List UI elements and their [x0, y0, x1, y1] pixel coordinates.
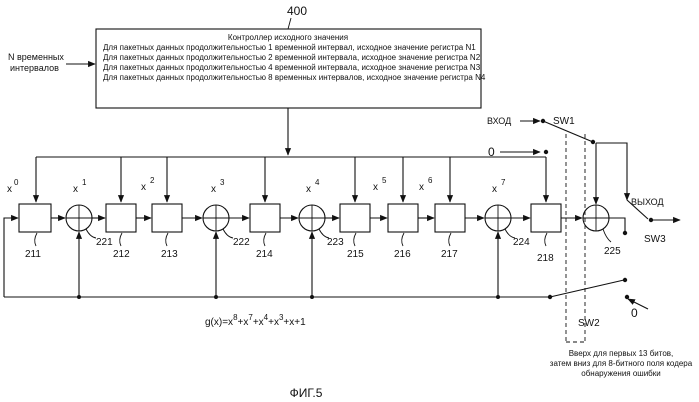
ref-224: 224 — [513, 237, 530, 248]
input-label-line-2: интервалов — [10, 63, 59, 73]
ref-221: 221 — [96, 237, 113, 248]
svg-text:x: x — [73, 184, 78, 195]
svg-text:g(x)=x8+x7+x4+x3+x+1: g(x)=x8+x7+x4+x3+x+1 — [205, 313, 306, 328]
power-label-2: x 2 — [141, 176, 155, 193]
register-5 — [388, 204, 418, 232]
svg-text:x: x — [306, 184, 311, 195]
sw2-label: SW2 — [578, 318, 600, 329]
sw1-label: SW1 — [553, 116, 575, 127]
svg-text:4: 4 — [315, 178, 320, 187]
figure-caption: ФИГ.5 — [290, 386, 323, 400]
sw1-to-sw3 — [596, 143, 627, 200]
sw2-blade — [550, 280, 624, 297]
sw3-label: SW3 — [644, 234, 666, 245]
ref-222: 222 — [233, 237, 250, 248]
register-0 — [19, 204, 51, 232]
svg-text:x: x — [141, 182, 146, 193]
note-line-1: Вверх для первых 13 битов, — [569, 349, 674, 358]
ref-214: 214 — [256, 249, 273, 260]
svg-text:6: 6 — [428, 176, 433, 185]
controller-line-1: Для пакетных данных продолжительностью 1… — [103, 43, 476, 52]
register-4 — [340, 204, 370, 232]
svg-text:0: 0 — [14, 178, 19, 187]
ref-216: 216 — [394, 249, 411, 260]
register-3 — [250, 204, 280, 232]
register-6 — [435, 204, 465, 232]
input-label-line-1: N временных — [8, 52, 64, 62]
svg-text:7: 7 — [501, 178, 506, 187]
ref-225: 225 — [604, 246, 621, 257]
register-1 — [106, 204, 136, 232]
svg-text:x: x — [419, 182, 424, 193]
controller-line-4: Для пакетных данных продолжительностью 8… — [103, 73, 486, 82]
add5-to-sw2 — [609, 218, 625, 232]
generator-polynomial: g(x)=x8+x7+x4+x3+x+1 — [205, 313, 306, 328]
ref-223: 223 — [327, 237, 344, 248]
note-line-3: обнаружения ошибки — [581, 369, 660, 378]
register-2 — [152, 204, 182, 232]
power-label-3: x 3 — [211, 178, 225, 195]
svg-text:x: x — [492, 184, 497, 195]
controller-line-3: Для пакетных данных продолжительностью 4… — [103, 63, 481, 72]
power-label-7: x 7 — [492, 178, 506, 195]
input-in-label: ВХОД — [487, 116, 511, 126]
controller-line-2: Для пакетных данных продолжительностью 2… — [103, 53, 481, 62]
note-line-2: затем вниз для 8-битного поля кодера — [550, 359, 693, 368]
ref-218: 218 — [537, 253, 554, 264]
ref-215: 215 — [347, 249, 364, 260]
ref-213: 213 — [161, 249, 178, 260]
svg-text:2: 2 — [150, 176, 155, 185]
svg-text:1: 1 — [82, 178, 87, 187]
controller-ref-leader — [288, 18, 291, 29]
ref-212: 212 — [113, 249, 130, 260]
svg-text:5: 5 — [382, 176, 387, 185]
power-label-5: x 5 — [373, 176, 387, 193]
controller-title: Контроллер исходного значения — [228, 33, 348, 42]
controller-ref: 400 — [287, 4, 307, 18]
sw2-zero-label: 0 — [631, 306, 638, 320]
feedback-into-reg-0 — [4, 218, 18, 297]
power-label-0: x 0 — [7, 178, 19, 195]
power-label-4: x 4 — [306, 178, 320, 195]
power-label-1: x 1 — [73, 178, 87, 195]
svg-text:3: 3 — [220, 178, 225, 187]
output-label: ВЫХОД — [631, 197, 664, 207]
sw1-zero-label: 0 — [488, 145, 495, 159]
svg-text:x: x — [373, 182, 378, 193]
svg-text:x: x — [7, 184, 12, 195]
ref-211: 211 — [25, 249, 41, 260]
register-7 — [531, 204, 561, 232]
ref-217: 217 — [441, 249, 458, 260]
svg-text:x: x — [211, 184, 216, 195]
power-label-6: x 6 — [419, 176, 433, 193]
